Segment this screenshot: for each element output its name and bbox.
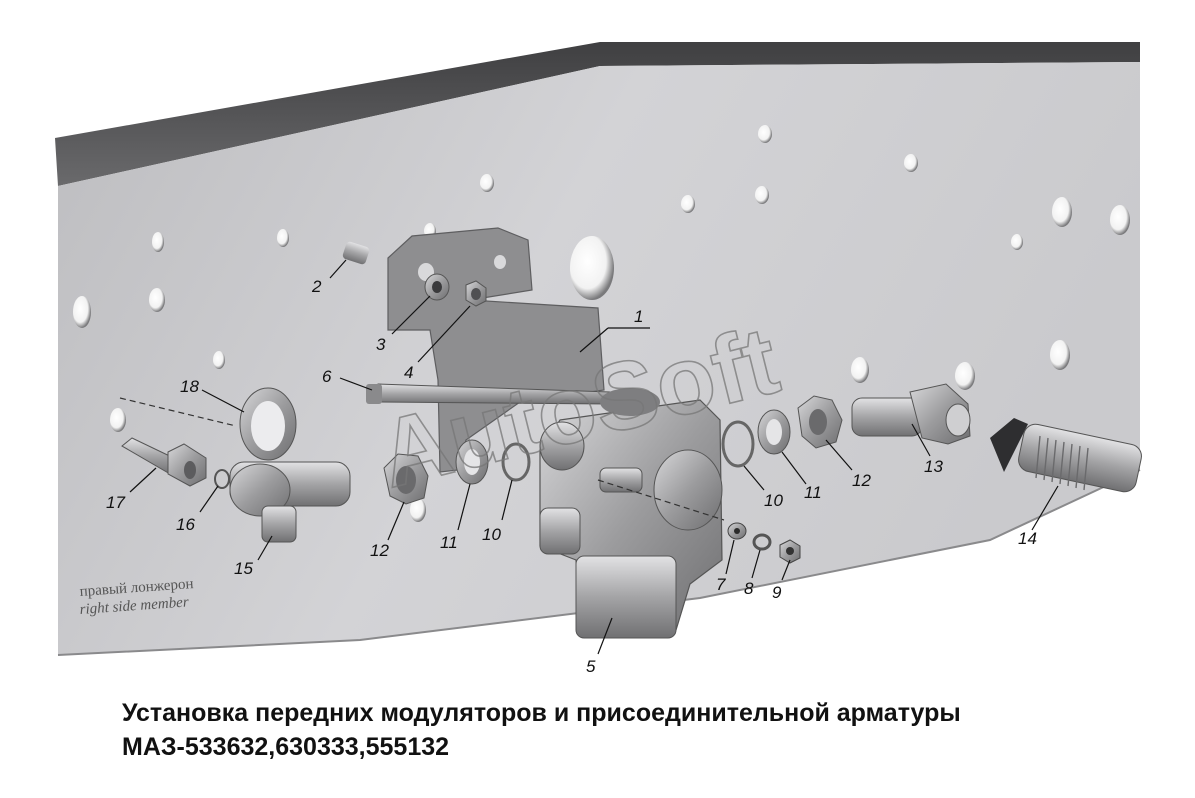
part-11-washer-left [455,439,489,485]
leader-line [329,259,347,279]
leader-line [201,389,245,413]
frame-hole [1011,234,1023,250]
frame-hole [152,232,164,252]
callout-2: 2 [311,277,322,296]
callout-18: 18 [180,377,199,396]
caption-title: Установка передних модуляторов и присоед… [122,699,961,727]
leader-line [199,485,219,513]
leader-line [597,617,613,655]
callout-12-left: 12 [370,541,389,560]
callout-7: 7 [716,575,726,594]
leader-line [1031,485,1059,531]
part-9-nut [779,539,801,564]
leader-line [417,305,471,363]
leader-line [501,479,513,521]
callout-12-right: 12 [852,471,871,490]
callout-11-left: 11 [440,533,458,552]
part-18-large-washer [239,387,297,461]
frame-hole [904,154,918,172]
assembly-axis-line [597,479,725,521]
frame-hole [480,174,494,192]
frame-hole [1110,205,1130,235]
frame-hole [758,125,772,143]
frame-hole [570,236,614,300]
part-5-modulator [539,388,723,639]
callout-1: 1 [634,307,643,326]
leader-line [725,539,735,575]
frame-hole [277,229,289,247]
part-2-sleeve [342,241,370,265]
leader-line [579,327,609,353]
leader-line [781,559,791,581]
callout-13: 13 [924,457,943,476]
leader-line [257,535,273,561]
frame-hole [955,362,975,390]
callout-9: 9 [772,583,782,602]
leader-line [391,295,431,335]
part-6-long-bolt [366,383,611,405]
callout-5: 5 [586,657,596,676]
leader-line [781,451,807,485]
leader-line [825,439,853,471]
part-14-hose-fitting [990,418,1142,493]
part-4-nut [465,280,487,307]
part-11-washer-right [757,409,791,455]
leader-line [339,377,373,391]
part-15-banjo-fitting [229,461,351,543]
leader-line [129,467,157,493]
part-12-nut-right [797,395,843,449]
part-17-banjo-bolt [121,437,207,487]
callout-11-right: 11 [804,483,822,502]
frame-label-en: right side member [79,594,189,618]
frame-hole [110,408,126,432]
part-16-seal-ring [214,469,230,489]
part-12-nut-left [383,453,429,505]
leader-line [751,549,761,579]
part-10-o-ring-left [501,442,531,482]
leader-line [743,465,765,491]
frame-hole [73,296,91,328]
part-7-washer [727,522,747,540]
frame-hole [681,195,695,213]
leader-line [387,501,405,541]
leader-line [911,423,931,457]
frame-hole [851,357,869,383]
callout-10-right: 10 [764,491,783,510]
part-8-lock-washer [752,533,772,551]
part-callouts: 1 2 3 4 5 6 7 8 9 10 10 11 11 12 12 13 1… [106,277,1037,676]
callout-6: 6 [322,367,332,386]
callout-4: 4 [404,363,413,382]
frame-label-ru: правый лонжерон [79,576,194,600]
frame-hole [755,186,769,204]
callout-15: 15 [234,559,253,578]
frame-hole [1052,197,1072,227]
frame-hole [149,288,165,312]
part-10-o-ring-right [721,420,755,468]
callout-16: 16 [176,515,195,534]
part-13-elbow-fitting [851,383,971,445]
caption-models: МАЗ-533632,630333,555132 [122,733,450,761]
frame-hole [1050,340,1070,370]
leader-lines [129,259,1059,655]
callout-10-left: 10 [482,525,501,544]
callout-14: 14 [1018,529,1037,548]
frame-hole [213,351,225,369]
callout-17: 17 [106,493,125,512]
part-3-washer [424,273,450,301]
frame-top-flange [55,42,1140,186]
leader-line [457,483,471,531]
callout-3: 3 [376,335,386,354]
callout-8: 8 [744,579,754,598]
frame-hole [410,498,426,522]
